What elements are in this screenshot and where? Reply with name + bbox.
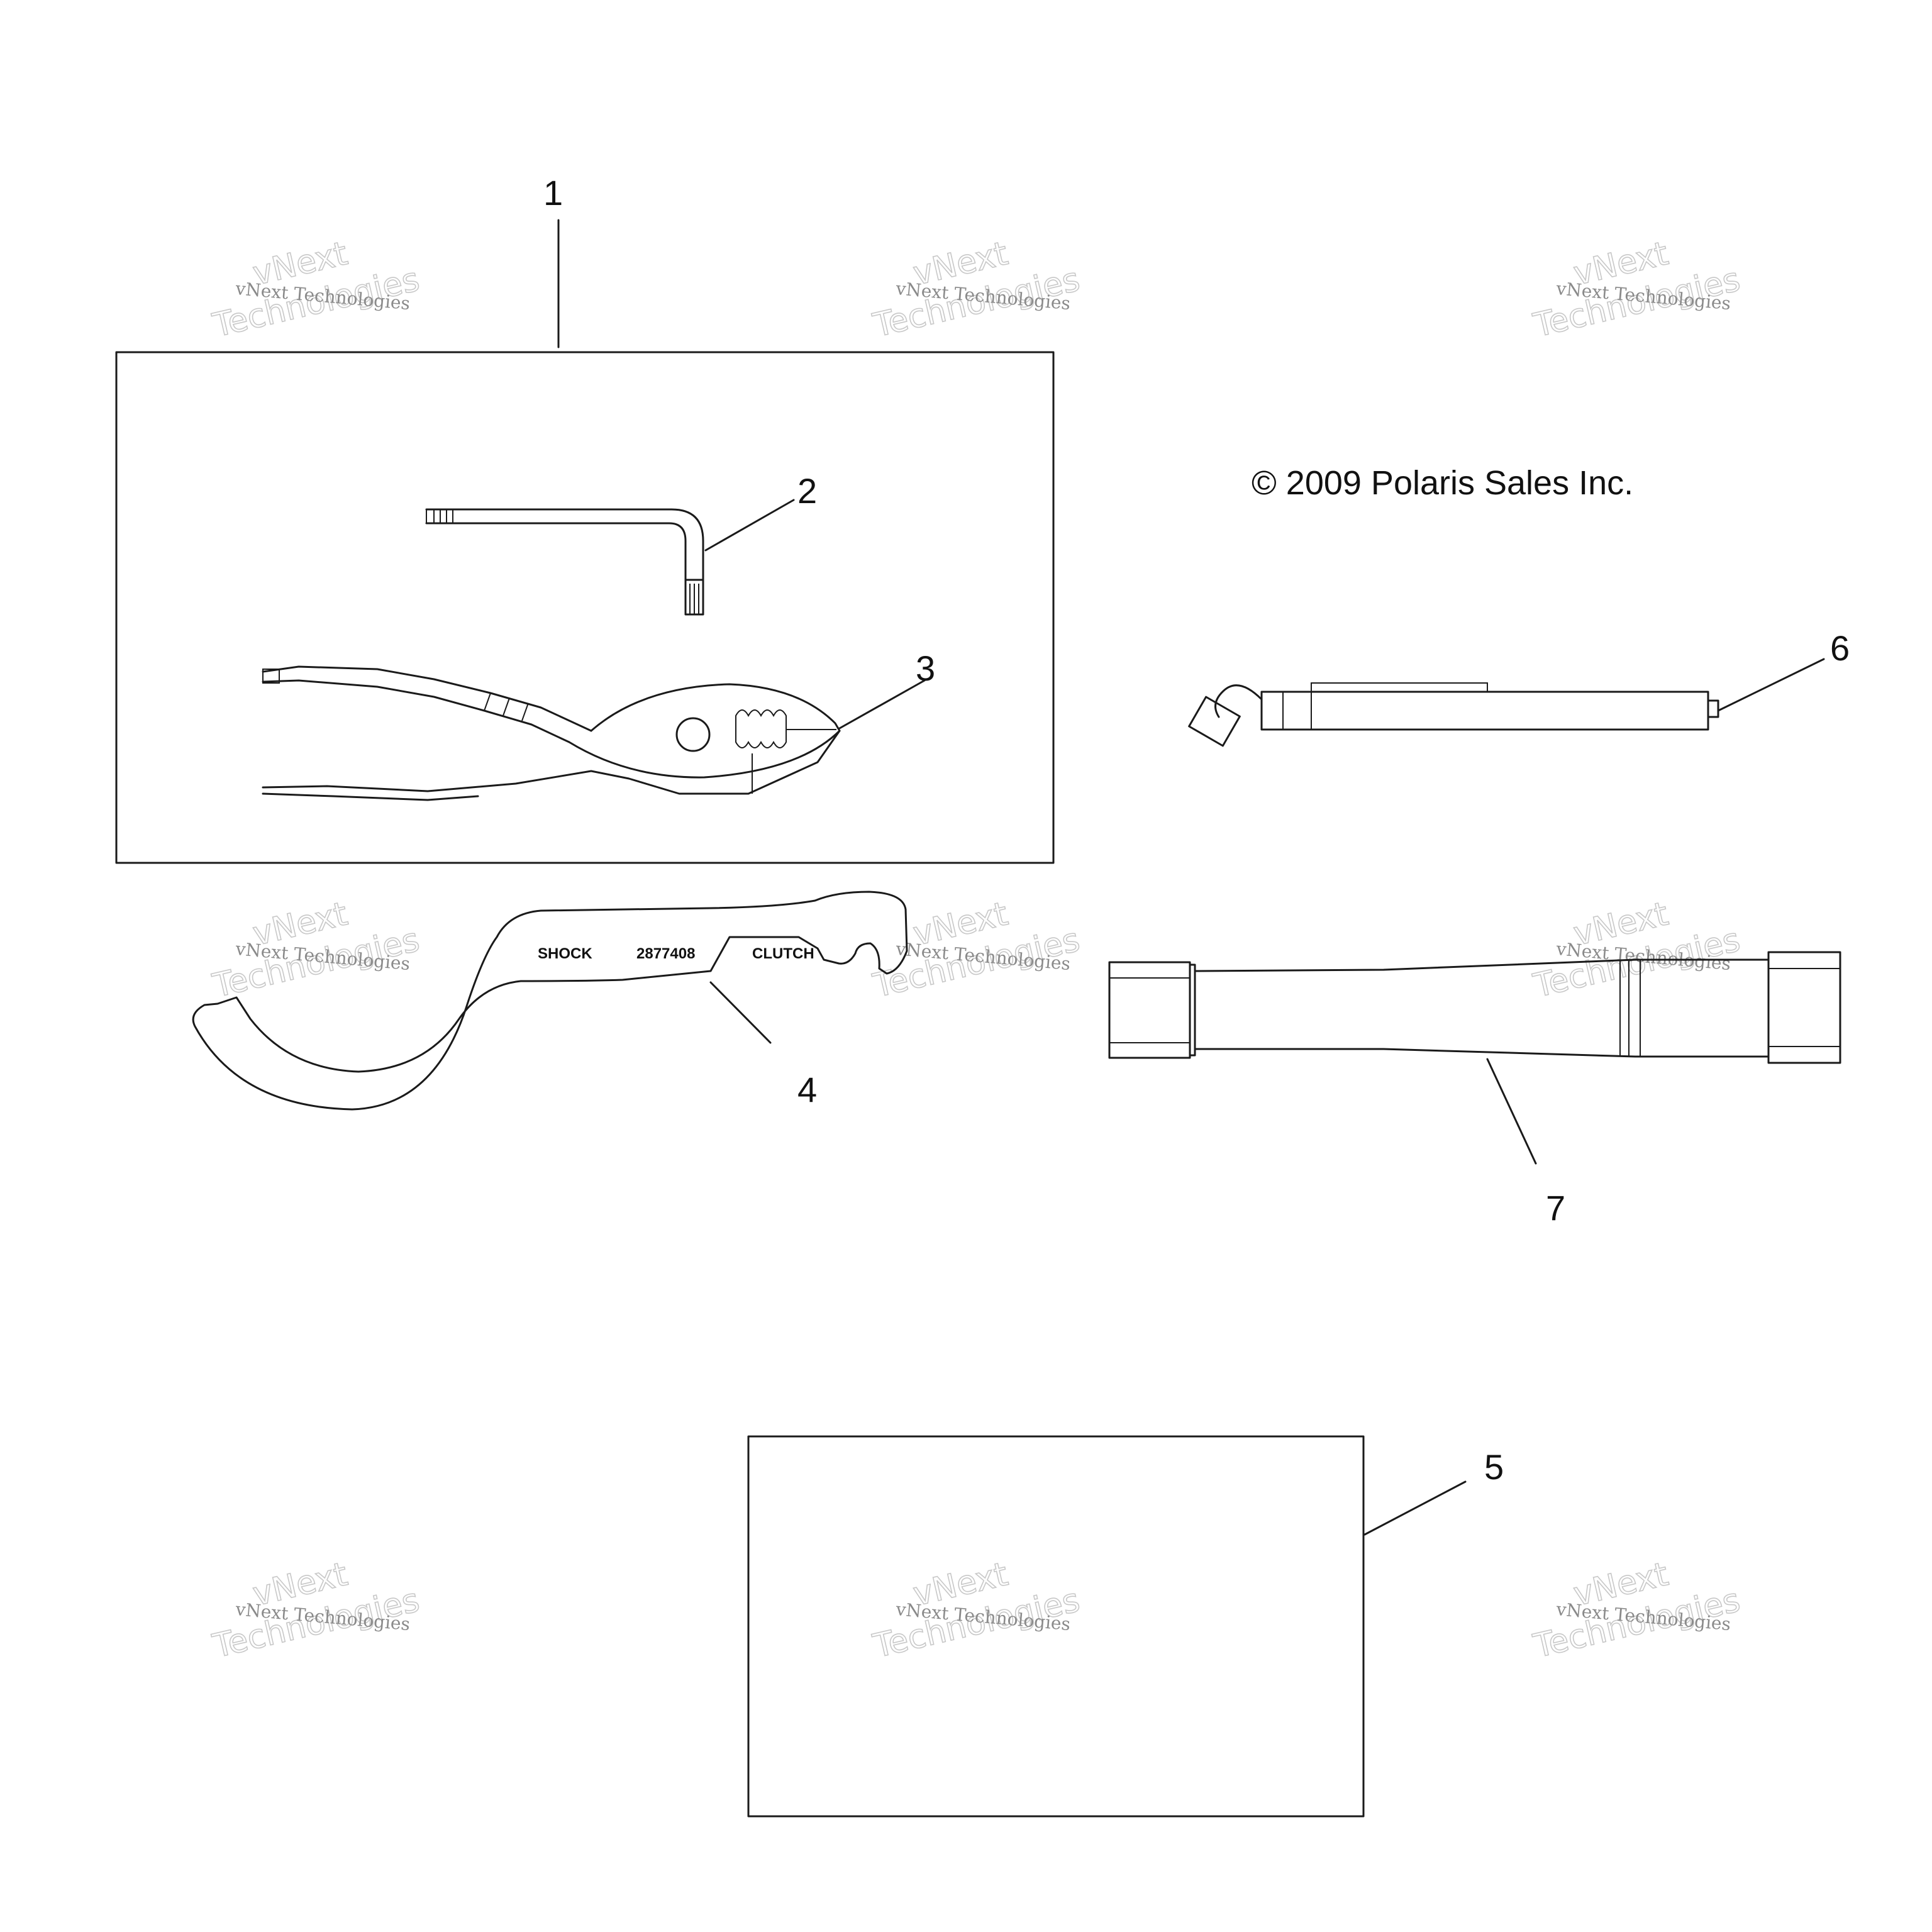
wrench-stamp-clutch: CLUTCH [752,945,814,962]
pliers-drawing: 3 [262,648,935,801]
spanner-wrench-drawing: SHOCK 2877408 CLUTCH 4 [192,891,908,1111]
tool-kit-box: 1 [115,173,1055,864]
callout-2: 2 [797,471,817,511]
callout-3: 3 [916,648,935,688]
copyright-notice: © 2009 Polaris Sales Inc. [1252,464,1633,502]
callout-6: 6 [1830,628,1850,668]
hex-key-drawing: 2 [425,471,817,616]
callout-7: 7 [1546,1188,1565,1228]
spark-plug-socket-drawing: 7 [1108,951,1841,1228]
callout-1: 1 [543,173,563,213]
wrench-stamp-part-number: 2877408 [636,945,695,962]
callout-5: 5 [1484,1447,1504,1487]
owners-manual-drawing: 5 [747,1435,1504,1818]
callout-4: 4 [797,1070,817,1109]
pressure-gauge-drawing: 6 [1188,628,1850,747]
wrench-stamp-shock: SHOCK [538,945,592,962]
